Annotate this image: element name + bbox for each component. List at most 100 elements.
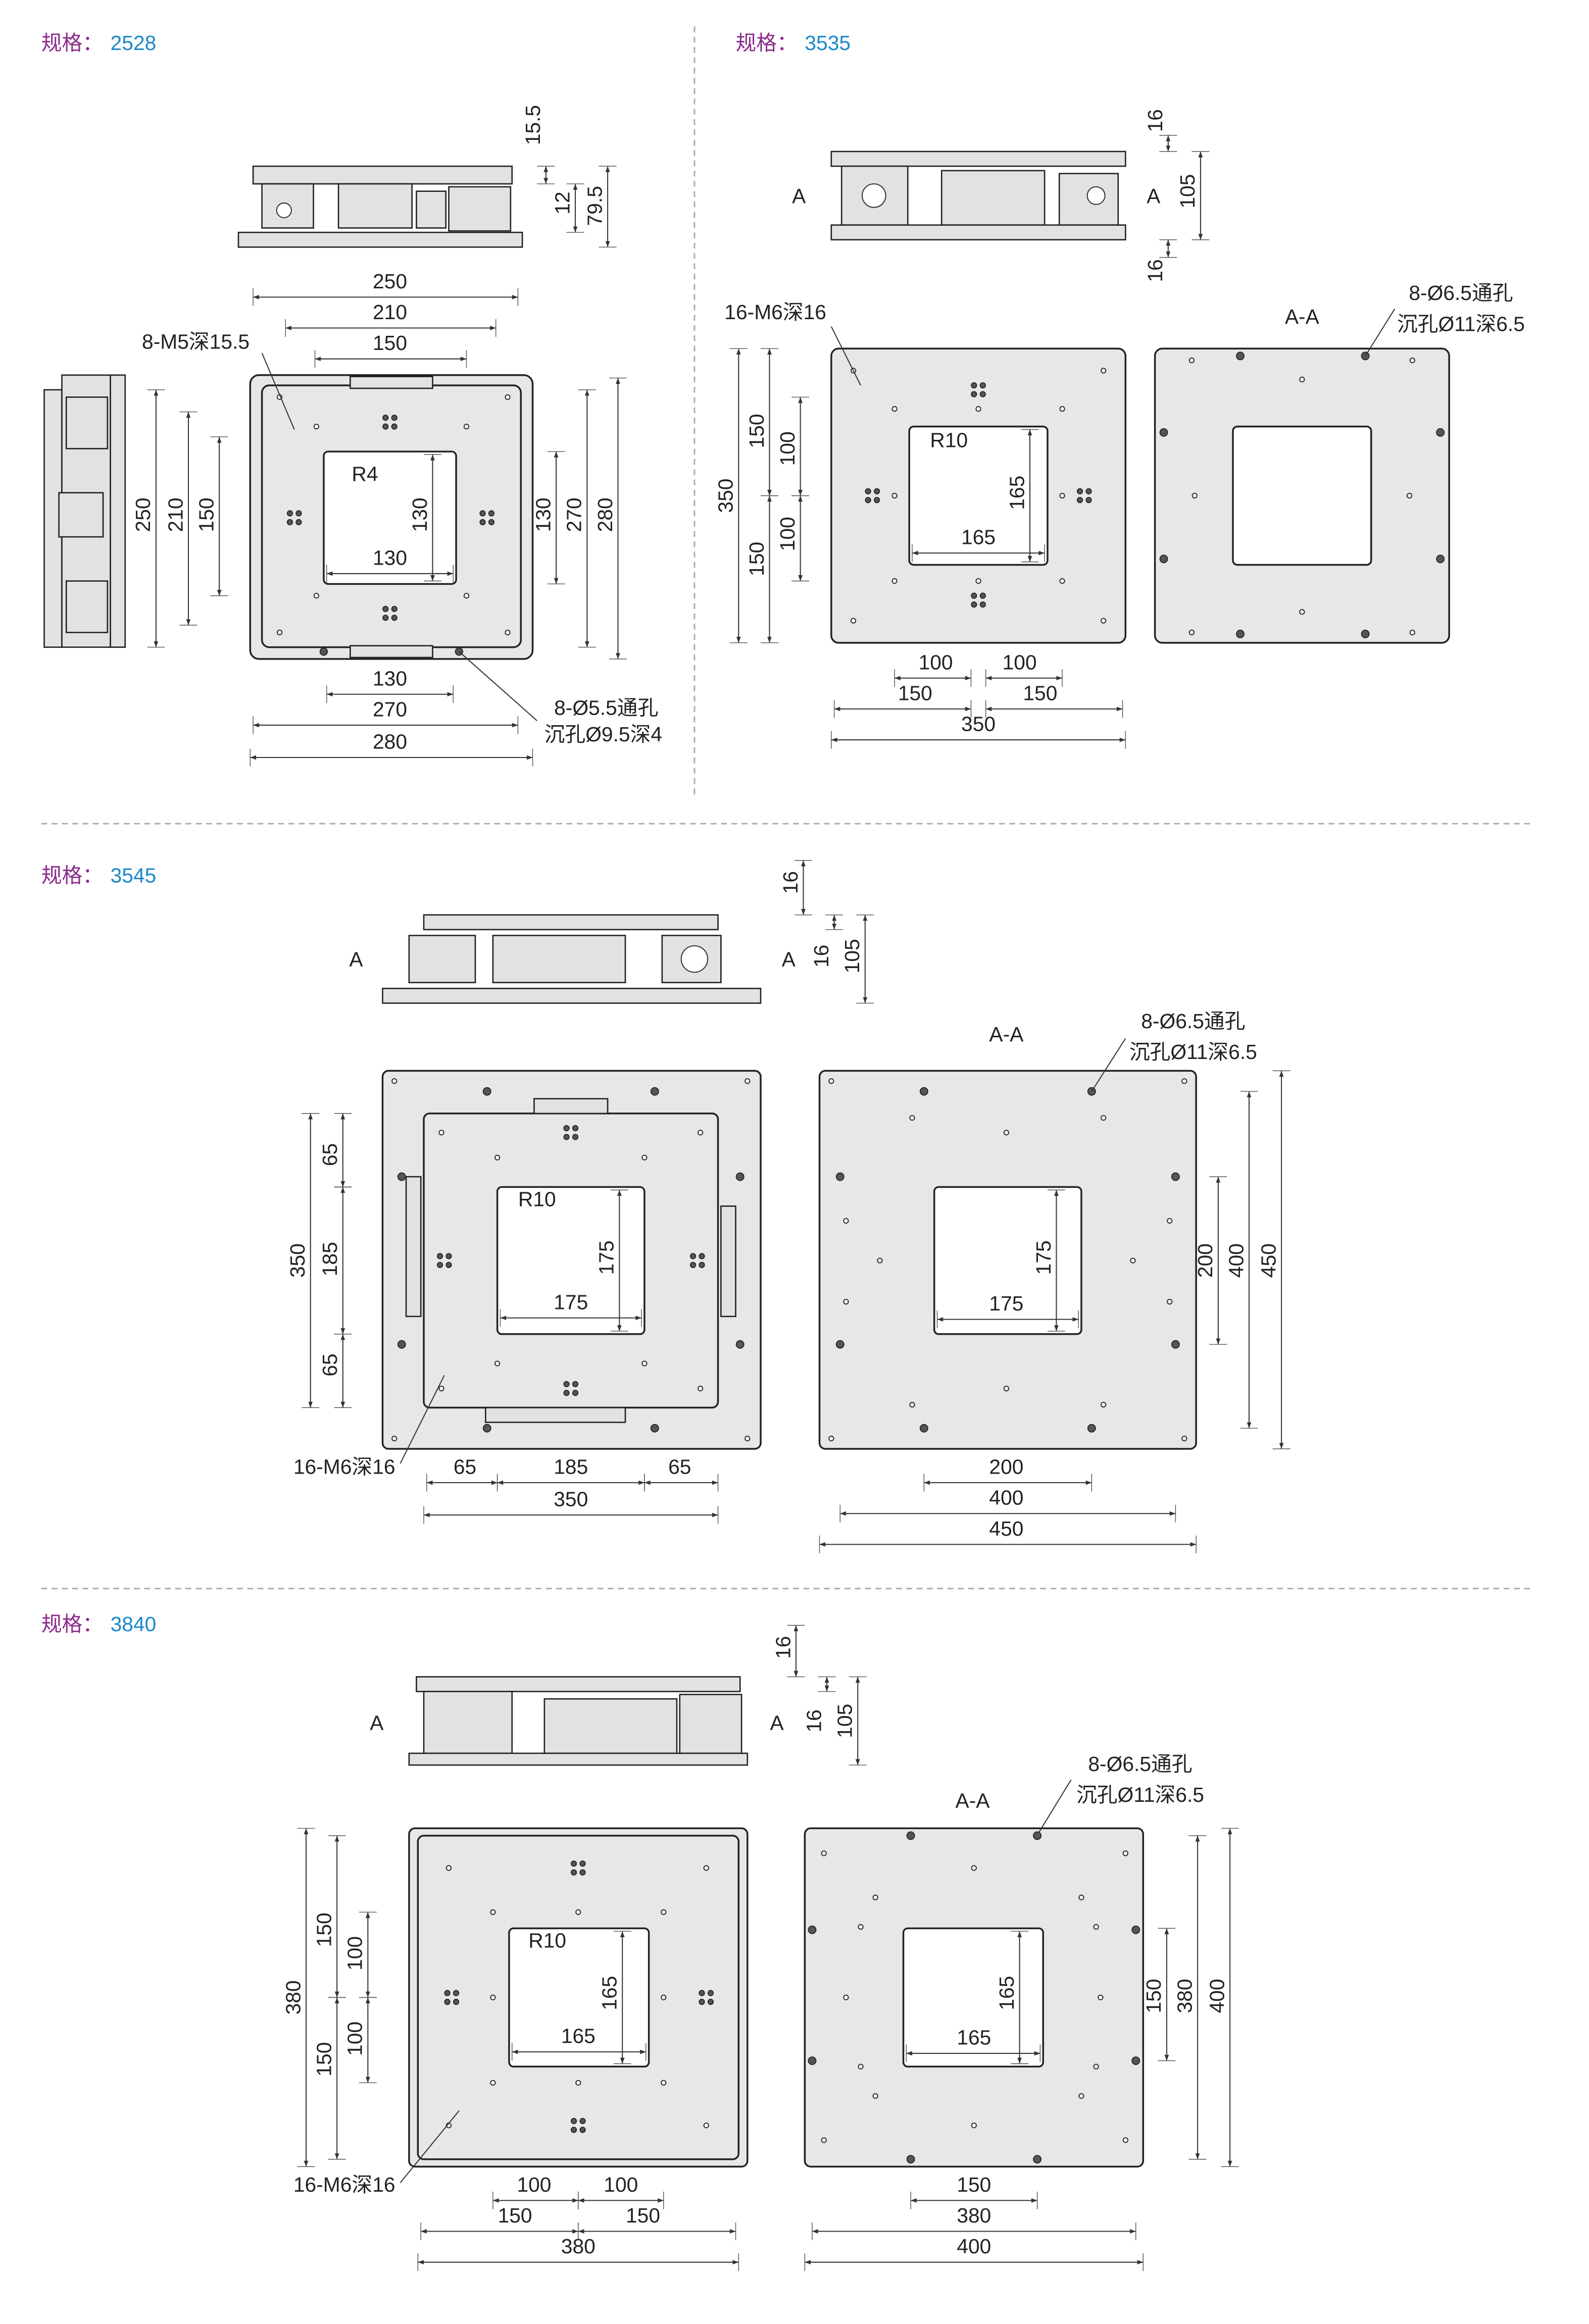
hole-icon bbox=[909, 1115, 915, 1121]
spec-value: 3840 bbox=[111, 1612, 157, 1636]
hole-icon bbox=[699, 1990, 705, 1996]
dimension-label: 150 bbox=[626, 2204, 660, 2227]
hole-note: 8-Ø6.5通孔 bbox=[1409, 281, 1513, 305]
dimension-label: 380 bbox=[1173, 1979, 1196, 2013]
hole-icon bbox=[445, 1253, 452, 1259]
hole-icon bbox=[382, 605, 389, 612]
hole-icon bbox=[276, 629, 283, 636]
leader-line bbox=[1038, 1779, 1072, 1833]
hole-icon bbox=[641, 1154, 648, 1160]
hole-icon bbox=[699, 1999, 705, 2005]
hole-note: 8-Ø6.5通孔 bbox=[1141, 1009, 1245, 1033]
leader-line bbox=[400, 1375, 445, 1464]
hole-icon bbox=[735, 1340, 744, 1349]
dimension-label: 16 bbox=[771, 1636, 794, 1658]
hole-icon bbox=[828, 1078, 834, 1084]
dimension-label: 175 bbox=[554, 1290, 588, 1313]
hole-icon bbox=[1085, 488, 1092, 494]
top-view bbox=[408, 1827, 749, 2168]
dimension-label: 100 bbox=[919, 650, 953, 674]
dimension-label: 450 bbox=[989, 1517, 1023, 1540]
dimension-label: 400 bbox=[1224, 1243, 1248, 1278]
radius-label: R10 bbox=[930, 428, 968, 451]
hole-icon bbox=[1191, 492, 1198, 499]
leader-line bbox=[1365, 309, 1396, 357]
hole-icon bbox=[579, 2117, 586, 2125]
hole-icon bbox=[835, 1172, 845, 1181]
hole-icon bbox=[391, 1435, 398, 1442]
hole-icon bbox=[1181, 1435, 1187, 1442]
dimension-label: 185 bbox=[318, 1242, 341, 1276]
dimension-label: 16 bbox=[810, 945, 833, 968]
hole-icon bbox=[482, 1087, 491, 1096]
hole-icon bbox=[872, 2093, 878, 2099]
hole-icon bbox=[1409, 629, 1415, 636]
hole-icon bbox=[703, 1865, 709, 1871]
dimension-label: 150 bbox=[194, 497, 218, 532]
hole-icon bbox=[490, 1994, 496, 2001]
dimension-label: 185 bbox=[554, 1455, 588, 1478]
hole-icon bbox=[505, 629, 511, 636]
dimension-label: 200 bbox=[1194, 1243, 1217, 1278]
hole-icon bbox=[575, 1909, 581, 1915]
hole-icon bbox=[971, 592, 977, 599]
dimension-label: 15.5 bbox=[521, 105, 544, 145]
hole-icon bbox=[843, 1994, 849, 2001]
hole-icon bbox=[572, 1390, 579, 1396]
hole-icon bbox=[1093, 1924, 1099, 1930]
hole-note: 8-Ø5.5通孔 bbox=[554, 696, 658, 720]
hole-note: 8-Ø6.5通孔 bbox=[1088, 1752, 1192, 1776]
dimension-label: 105 bbox=[840, 939, 864, 973]
hole-icon bbox=[563, 1125, 570, 1132]
hole-icon bbox=[382, 423, 389, 430]
leader-line bbox=[459, 651, 537, 721]
leader-line bbox=[1091, 1038, 1126, 1092]
hole-icon bbox=[453, 1990, 460, 1996]
dimension-label: 280 bbox=[373, 730, 407, 753]
hole-icon bbox=[382, 415, 389, 421]
dimension-label: 165 bbox=[1005, 476, 1028, 510]
left-side-view bbox=[43, 374, 126, 648]
hole-icon bbox=[979, 382, 986, 389]
hole-icon bbox=[872, 1894, 878, 1901]
dimension-label: 150 bbox=[313, 2042, 336, 2077]
hole-icon bbox=[1406, 492, 1413, 499]
dimension-label: 65 bbox=[318, 1353, 341, 1376]
dimension-lines bbox=[147, 135, 1396, 2271]
dimension-label: 380 bbox=[957, 2204, 991, 2227]
side-view bbox=[382, 914, 762, 1004]
hole-icon bbox=[1236, 351, 1245, 361]
hole-icon bbox=[1100, 368, 1107, 374]
hole-icon bbox=[436, 1261, 443, 1269]
mounting-holes bbox=[276, 351, 1445, 2164]
hole-icon bbox=[579, 1860, 586, 1867]
hole-icon bbox=[650, 1087, 659, 1096]
dimension-label: 250 bbox=[373, 270, 407, 293]
dimension-label: 165 bbox=[598, 1976, 621, 2010]
top-view bbox=[830, 347, 1127, 644]
side-view bbox=[237, 165, 523, 248]
hole-note: 沉孔Ø11深6.5 bbox=[1397, 312, 1525, 335]
hole-icon bbox=[1076, 497, 1083, 503]
hole-icon bbox=[1100, 1115, 1107, 1121]
hole-icon bbox=[699, 1261, 705, 1269]
hole-icon bbox=[1299, 609, 1305, 615]
hole-icon bbox=[919, 1424, 928, 1433]
hole-icon bbox=[391, 415, 398, 421]
hole-icon bbox=[1409, 357, 1415, 364]
hole-icon bbox=[570, 2117, 577, 2125]
hole-icon bbox=[1171, 1172, 1180, 1181]
hole-icon bbox=[858, 2063, 864, 2069]
dimension-label: 350 bbox=[554, 1488, 588, 1511]
hole-icon bbox=[482, 1424, 491, 1433]
dimension-label: 400 bbox=[957, 2235, 991, 2258]
hole-icon bbox=[1078, 1894, 1084, 1901]
hole-icon bbox=[490, 2080, 496, 2086]
hole-icon bbox=[463, 423, 470, 430]
hole-icon bbox=[575, 2080, 581, 2086]
dimension-label: 380 bbox=[561, 2235, 595, 2258]
hole-icon bbox=[873, 497, 880, 503]
hole-icon bbox=[570, 1869, 577, 1876]
hole-icon bbox=[463, 592, 470, 599]
section-mark: A bbox=[782, 948, 796, 971]
